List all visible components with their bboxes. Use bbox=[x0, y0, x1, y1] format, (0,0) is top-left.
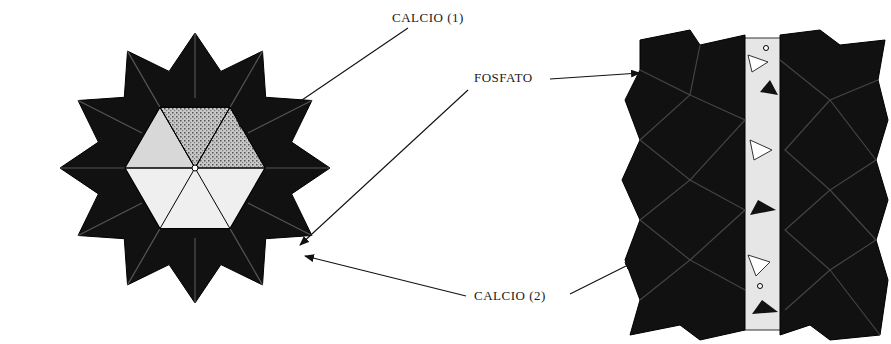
part-label: CALCIO (1) bbox=[390, 10, 466, 26]
hexagonal-view bbox=[60, 33, 330, 303]
part-label: CALCIO (2) bbox=[472, 288, 548, 304]
leader-lines bbox=[300, 28, 640, 296]
part-label: FOSFATO bbox=[472, 70, 535, 86]
side-view bbox=[622, 30, 888, 340]
